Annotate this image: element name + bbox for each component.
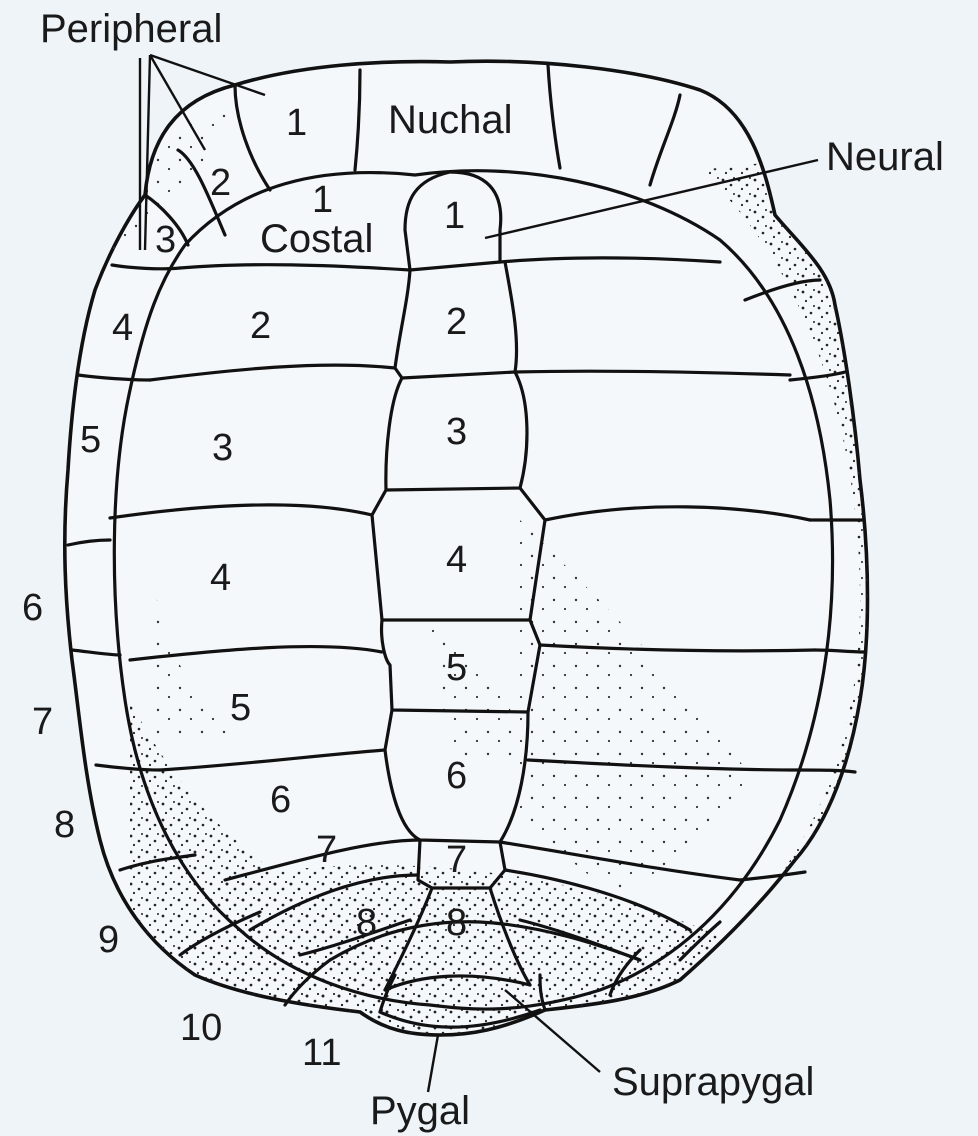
neural-number: 2 — [446, 301, 467, 343]
peripheral-number: 11 — [302, 1032, 341, 1074]
neural-number: 5 — [446, 647, 467, 689]
label-pygal: Pygal — [370, 1089, 470, 1133]
peripheral-number: 5 — [80, 419, 101, 461]
label-nuchal: Nuchal — [388, 98, 513, 142]
label-costal: Costal — [260, 217, 373, 261]
peripheral-number: 4 — [112, 307, 133, 349]
neural-number: 4 — [446, 539, 467, 581]
costal-number: 8 — [356, 902, 377, 944]
costal-number: 7 — [316, 829, 337, 871]
label-neural: Neural — [826, 135, 944, 179]
peripheral-number: 6 — [22, 587, 43, 629]
label-peripheral: Peripheral — [40, 7, 222, 51]
costal-number: 3 — [212, 427, 233, 469]
neural-number: 1 — [444, 195, 465, 237]
neural-number: 6 — [446, 755, 467, 797]
costal-number: 5 — [230, 687, 251, 729]
peripheral-number: 3 — [155, 219, 176, 261]
peripheral-number: 8 — [54, 804, 75, 846]
peripheral-number: 1 — [286, 102, 307, 144]
costal-number: 1 — [312, 179, 333, 221]
peripheral-number: 7 — [32, 701, 53, 743]
neural-number: 3 — [446, 411, 467, 453]
peripheral-number: 10 — [180, 1007, 222, 1049]
neural-number: 7 — [446, 839, 467, 881]
peripheral-number: 2 — [210, 162, 231, 204]
neural-number: 8 — [446, 902, 467, 944]
costal-number: 4 — [210, 557, 231, 599]
peripheral-number: 9 — [98, 919, 119, 961]
costal-number: 6 — [270, 779, 291, 821]
label-suprapygal: Suprapygal — [612, 1060, 814, 1104]
costal-number: 2 — [250, 305, 271, 347]
